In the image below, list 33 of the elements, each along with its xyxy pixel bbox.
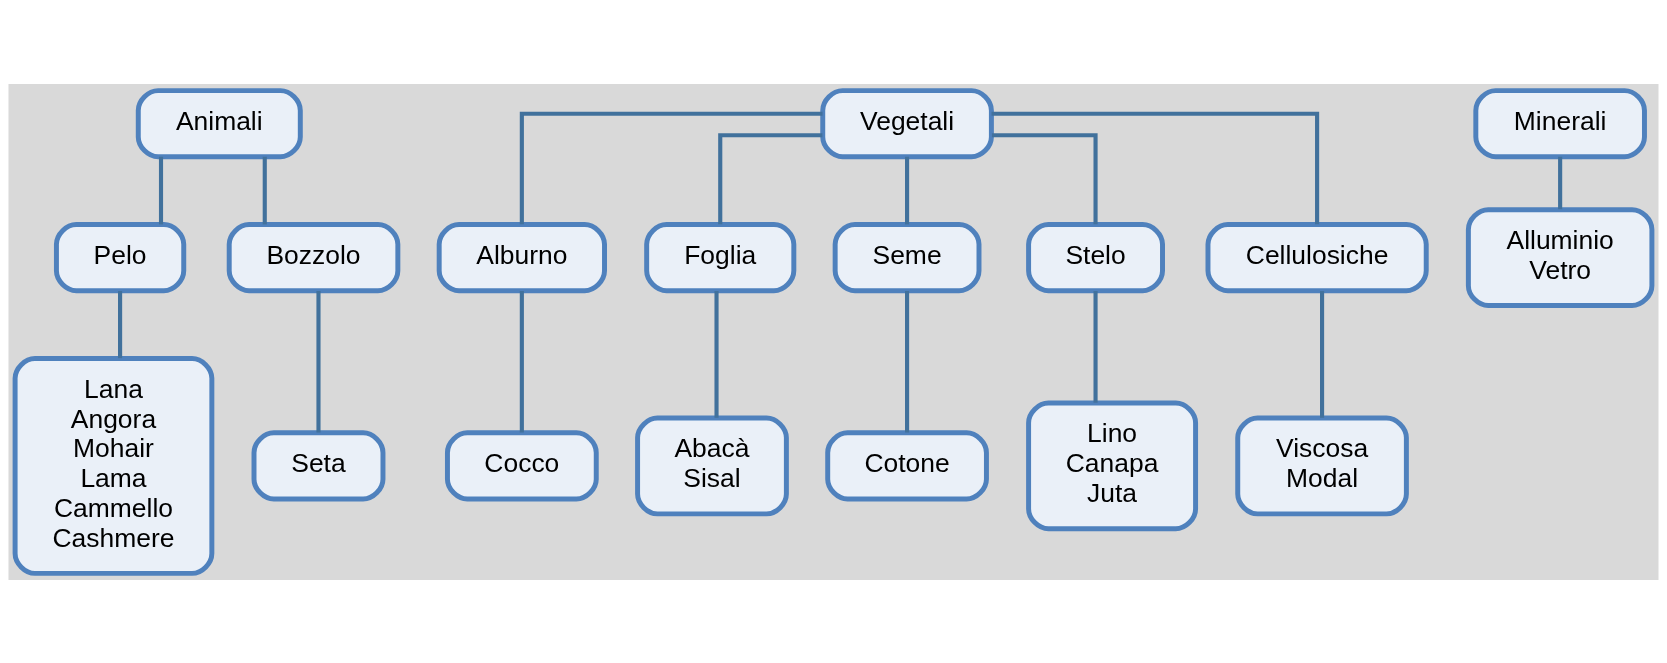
node-box: Alburno	[436, 221, 607, 293]
node-box: Viscosa Modal	[1235, 415, 1409, 516]
node-box: Animali	[135, 87, 303, 159]
connector	[905, 290, 910, 433]
node-box: Cotone	[825, 429, 989, 501]
node-box: Foglia	[644, 221, 797, 293]
node-box: Pelo	[53, 221, 187, 293]
connector	[1558, 156, 1563, 209]
connector	[991, 132, 1098, 224]
node-box: Bozzolo	[226, 221, 401, 293]
node-box: Cocco	[444, 429, 599, 501]
connector	[1093, 290, 1098, 403]
node-box: Stelo	[1026, 221, 1165, 293]
node-box: Seme	[832, 221, 982, 293]
connector	[118, 290, 123, 358]
connector	[519, 290, 524, 433]
node-box: Alluminio Vetro	[1465, 206, 1655, 308]
node-box: Seta	[251, 429, 386, 501]
connector	[718, 132, 823, 224]
node-box: Lino Canapa Juta	[1026, 400, 1199, 531]
connector	[714, 290, 719, 418]
connector	[905, 156, 910, 224]
connector	[158, 156, 164, 224]
node-box: Minerali	[1473, 87, 1647, 159]
node-box: Abacà Sisal	[635, 415, 789, 516]
connector	[991, 111, 1320, 224]
connector	[262, 156, 267, 224]
connector	[1320, 290, 1325, 418]
node-box: Vegetali	[820, 87, 994, 159]
connector	[316, 290, 321, 433]
node-box: Cellulosiche	[1205, 221, 1429, 293]
node-box: Lana Angora Mohair Lama Cammello Cashmere	[12, 355, 215, 576]
connector	[519, 111, 823, 224]
